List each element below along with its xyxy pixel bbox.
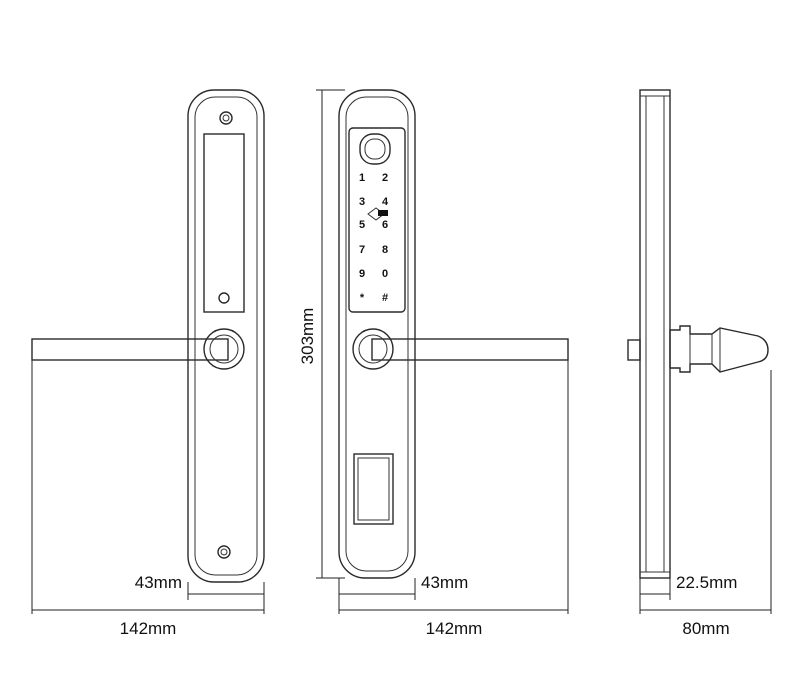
back-handle-rose <box>203 328 245 370</box>
front-width-label: 43mm <box>421 573 468 592</box>
back-plate-view: 43mm 142mm <box>31 89 265 638</box>
front-plate-outer <box>338 89 416 579</box>
height-dimension: 303mm <box>298 89 345 579</box>
key-6[interactable]: 6 <box>382 219 388 231</box>
back-plate-outer <box>187 89 265 583</box>
key-8[interactable]: 8 <box>382 244 388 256</box>
back-handle-bar <box>31 338 229 361</box>
height-label: 303mm <box>298 308 317 365</box>
front-handle-label: 142mm <box>426 619 483 638</box>
key-hash[interactable]: # <box>382 292 388 304</box>
key-star[interactable]: * <box>360 292 365 304</box>
back-plate-inner <box>194 96 258 576</box>
back-width-label: 43mm <box>135 573 182 592</box>
card-reader-icon <box>367 207 388 221</box>
back-handle-label: 142mm <box>120 619 177 638</box>
side-handle-profile <box>669 325 769 373</box>
back-battery-cover <box>203 133 245 313</box>
front-plate-view: 1 2 3 4 5 6 7 8 9 0 * # 43mm 142mm <box>338 89 569 638</box>
key-3[interactable]: 3 <box>359 196 365 208</box>
front-handle-rose <box>352 328 394 370</box>
back-cover-screw <box>218 292 230 304</box>
keypad-panel <box>348 127 406 313</box>
key-1[interactable]: 1 <box>359 172 365 184</box>
key-5[interactable]: 5 <box>359 219 365 231</box>
key-2[interactable]: 2 <box>382 172 388 184</box>
side-thickness-label: 22.5mm <box>676 573 737 592</box>
side-spindle-stub <box>627 339 641 361</box>
key-0[interactable]: 0 <box>382 268 388 280</box>
back-bottom-screw <box>217 545 231 559</box>
key-7[interactable]: 7 <box>359 244 365 256</box>
side-plate <box>639 89 671 579</box>
key-4[interactable]: 4 <box>382 196 389 208</box>
side-view: 22.5mm 80mm <box>627 89 772 638</box>
front-cylinder-cover <box>353 453 394 525</box>
front-handle-bar <box>371 338 569 361</box>
side-depth-label: 80mm <box>682 619 729 638</box>
front-plate-inner <box>345 96 409 572</box>
key-9[interactable]: 9 <box>359 268 365 280</box>
fingerprint-sensor-icon <box>359 133 391 165</box>
back-top-screw <box>219 111 233 125</box>
